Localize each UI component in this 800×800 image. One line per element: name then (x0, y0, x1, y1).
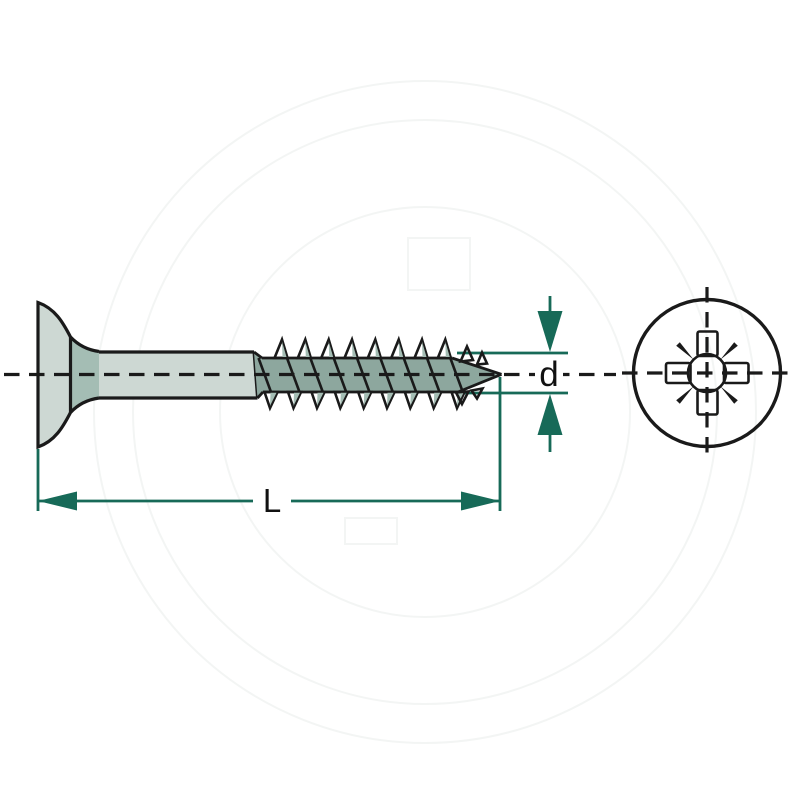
pozidriv-wing-nw-icon (676, 342, 694, 360)
pozidriv-wing-sw-icon (676, 386, 694, 404)
tip-teeth (453, 343, 489, 407)
arrowhead-down-icon (537, 311, 563, 352)
pozidriv-head-end-view (622, 287, 792, 459)
pozidriv-wing-ne-icon (720, 342, 738, 360)
watermark (93, 80, 757, 744)
pozidriv-slot-west (664, 361, 692, 385)
length-label: L (263, 482, 281, 519)
thread-teeth-top (272, 335, 453, 360)
tip-bottom-edge (457, 373, 503, 394)
pozidriv-slot-north (696, 330, 719, 358)
pozidriv-recess (664, 330, 750, 416)
dimension-L (36, 377, 502, 511)
arrowhead-left-icon (38, 491, 77, 511)
pozidriv-wing-se-icon (720, 386, 738, 404)
thread-core (254, 352, 502, 398)
diameter-label: d (539, 355, 558, 394)
arrowhead-right-icon (461, 491, 500, 511)
arrowhead-up-icon (537, 394, 563, 435)
diameter-label-backing (535, 359, 563, 389)
dimension-d (457, 296, 568, 452)
thread-teeth-bottom (262, 390, 467, 412)
